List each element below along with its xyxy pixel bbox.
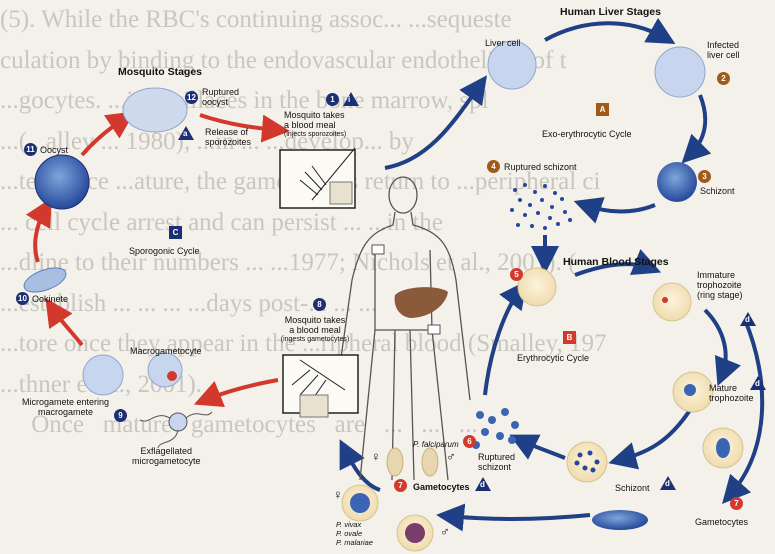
male-symbol-top: ♂ [446,452,456,462]
blood-schizont [567,442,607,482]
stage-11-label: Oocyst [40,145,68,155]
immature-trophozoite [653,283,691,321]
exflagellated-microgametocyte [140,412,212,448]
stage-11-badge: 11 [24,143,37,156]
stage-3-badge: 3 [698,170,711,183]
female-symbol-top: ♀ [371,452,381,462]
arrow-immature-to-gametocytes [730,320,762,495]
gametocyte-banana [592,510,648,530]
cycle-a-badge: A [596,103,609,116]
arrow-mature-to-schizont [620,410,690,460]
stage-10-label: Ookinete [32,294,68,304]
liver-schizont [657,162,697,202]
header-human-blood-stages: Human Blood Stages [563,256,669,268]
mature-triangle: d [750,376,766,390]
red-blood-cell [518,268,556,306]
stage-4-badge: 4 [487,160,500,173]
stage-5-badge: 5 [510,268,523,281]
male-symbol-bottom: ♂ [440,527,450,537]
cycle-b-badge: B [563,331,576,344]
release-triangle: a [178,126,194,140]
arrow-ookinete-to-oocyst [35,208,46,262]
stage-1-triangle: i [343,92,359,106]
immature-triangle: d [740,312,756,326]
stage-7-badge-right: 7 [730,497,743,510]
stage-7-badge-left: 7 [394,479,407,492]
cycle-c-label: Sporogonic Cycle [129,246,200,256]
macrogametocyte [148,353,182,387]
arrow-infected-to-schizont [690,95,705,155]
arrow-gametocytes-to-pool [448,515,590,519]
cycle-a-label: Exo-erythrocytic Cycle [542,129,632,139]
stage-10-badge: 10 [16,292,29,305]
ruptured-schizont-merozoites [510,183,572,230]
arrow-mosquito-to-gametes [205,380,278,400]
header-mosquito-stages: Mosquito Stages [118,66,202,78]
macrogametocyte-label: Macrogametocyte [130,346,202,356]
arrow-oocyst-to-ruptured [82,118,125,155]
arrow-liver-to-infected [545,23,665,40]
stage-9-badge: 9 [114,409,127,422]
stage-12-badge: 12 [185,91,198,104]
arrow-ruptured-to-ring [485,290,520,395]
stage-3-label: Schizont [700,186,735,196]
stage-4-label: Ruptured schizont [504,162,577,172]
cycle-c-badge: C [169,226,182,239]
arrow-schizont-to-ruptured-blood [520,440,565,458]
oocyst [35,155,89,209]
arm-patch-lower [428,325,440,334]
stage-1-badge: 1 [326,93,339,106]
stage-7-label-right: Gametocytes [695,517,748,527]
stage-8-badge: 8 [313,298,326,311]
stage-2-badge: 2 [717,72,730,85]
falciparum-gametocyte-1 [387,448,403,476]
liver-cell-label: Liver cell [485,38,521,48]
stage-7-label-left: Gametocytes [413,482,470,492]
gametocytes-triangle: d [475,477,491,491]
ruptured-blood-merozoites [472,408,519,449]
liver-organ [395,287,448,318]
female-symbol-bottom: ♀ [333,490,343,500]
blood-schizont-label: Schizont [615,483,650,493]
falciparum-gametocyte-2 [422,448,438,476]
arrow-to-liver-cell [385,85,480,168]
header-human-liver-stages: Human Liver Stages [560,6,661,18]
ookinete [21,263,69,297]
liver-cell [488,41,536,89]
blood-schizont-triangle: d [660,476,676,490]
arm-patch-upper [372,245,384,254]
cycle-b-label: Erythrocytic Cycle [517,353,589,363]
infected-liver-cell [655,47,705,97]
arrow-macro-to-ookinete [52,308,82,345]
stage-6-badge: 6 [463,435,476,448]
microgamete-cell [83,355,123,395]
arrow-immature-to-mature [705,310,726,375]
arrow-schizont-to-ruptured [585,205,655,211]
